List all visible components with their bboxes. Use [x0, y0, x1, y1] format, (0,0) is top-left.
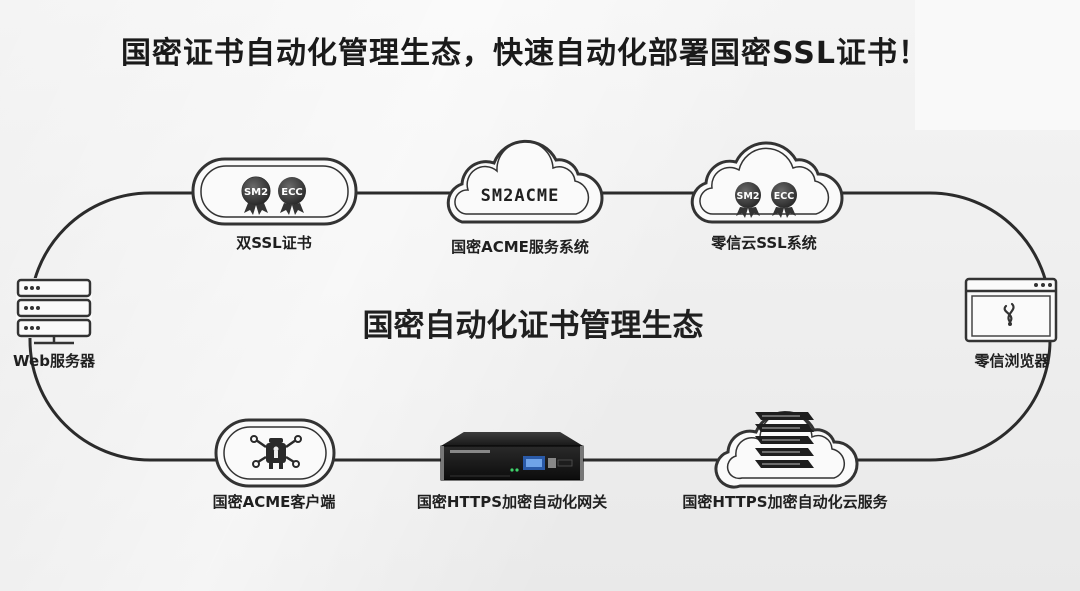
svg-text:SM2: SM2 [244, 187, 268, 198]
acme-service-label: 国密ACME服务系统 [451, 236, 589, 257]
acme-client-label: 国密ACME客户端 [213, 491, 336, 512]
svg-text:SM2: SM2 [737, 191, 760, 202]
rack-appliance-icon [441, 432, 583, 480]
svg-text:ECC: ECC [774, 191, 794, 202]
svg-text:ECC: ECC [281, 187, 303, 198]
acme-service-cloud-node: SM2ACME [448, 141, 602, 222]
browser-icon [966, 279, 1056, 341]
web-server-label: Web服务器 [13, 350, 95, 371]
https-cloud-node [716, 412, 857, 487]
https-gateway-label: 国密HTTPS加密自动化网关 [417, 491, 607, 512]
https-cloud-label: 国密HTTPS加密自动化云服务 [682, 491, 887, 512]
zerotrust-ssl-label: 零信云SSL系统 [711, 232, 817, 253]
zero-browser-label: 零信浏览器 [974, 350, 1049, 371]
server-icon [16, 278, 92, 343]
dual-ssl-cert-node: SM2 ECC [193, 159, 356, 224]
acme-client-node [216, 420, 334, 486]
dual-ssl-cert-label: 双SSL证书 [236, 232, 312, 253]
zerotrust-ssl-cloud-node: SM2 ECC [692, 143, 842, 222]
center-title: 国密自动化证书管理生态 [363, 300, 704, 345]
sm2acme-text: SM2ACME [481, 186, 560, 206]
